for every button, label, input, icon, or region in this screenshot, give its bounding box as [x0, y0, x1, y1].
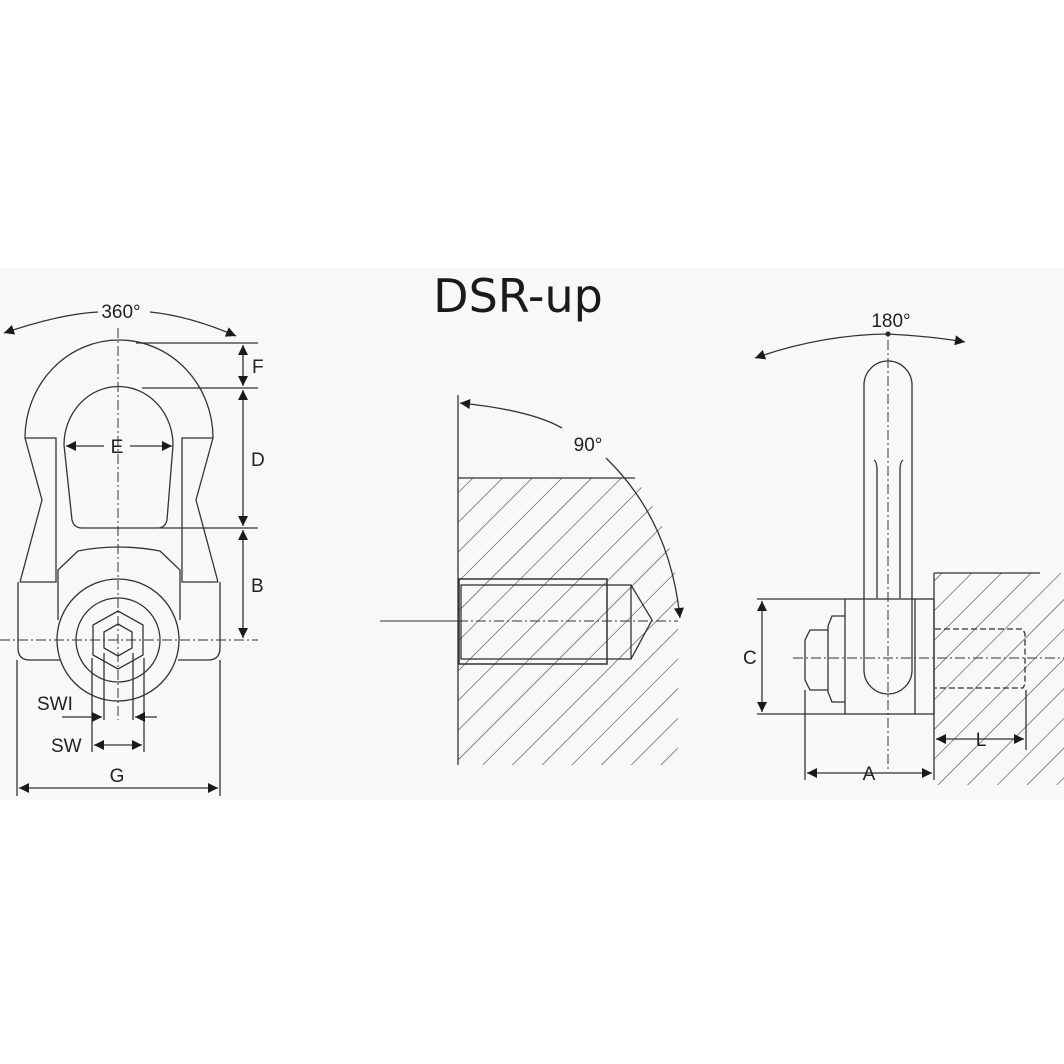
dim-label-b: B: [251, 576, 264, 597]
rotation-label-90: 90°: [574, 435, 603, 456]
dim-label-f: F: [252, 357, 264, 378]
front-view: [0, 311, 258, 796]
dim-label-d: D: [251, 450, 265, 471]
rotation-arc-right: [149, 311, 237, 337]
dim-label-l: L: [976, 730, 987, 751]
rotation-label-180: 180°: [871, 311, 910, 332]
page-title: DSR-up: [433, 269, 603, 323]
dim-label-a: A: [863, 764, 876, 785]
dim-label-c: C: [743, 648, 757, 669]
dim-label-sw: SW: [51, 736, 82, 757]
dim-label-swi: SWI: [37, 694, 73, 715]
tilt-view: [380, 395, 684, 765]
dim-label-g: G: [110, 766, 125, 787]
side-view: [754, 331, 1064, 785]
dim-label-e: E: [111, 437, 124, 458]
rotation-label-360: 360°: [101, 302, 140, 323]
rotation-arc-left: [3, 311, 99, 335]
